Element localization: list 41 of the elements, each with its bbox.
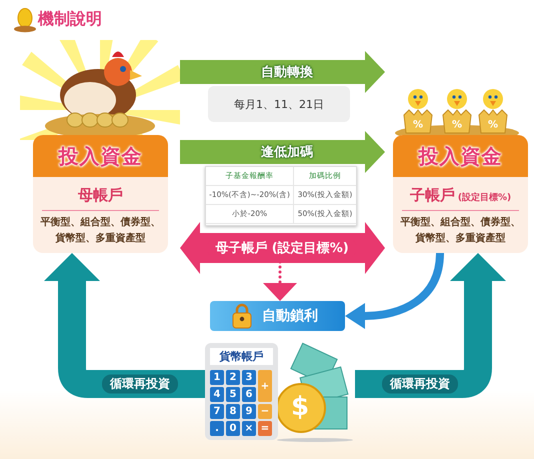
calculator-key: . (210, 421, 224, 436)
fund-types: 平衡型、組合型、債券型、貨幣型、多重資產型 (40, 216, 162, 246)
calculator-key: 0 (226, 421, 240, 436)
calculator-key: 3 (242, 370, 256, 385)
calculator-key: 1 (210, 370, 224, 385)
edge-label: 循環再投資 (382, 374, 458, 394)
arrow (180, 51, 385, 93)
title: 機制說明 (38, 9, 102, 30)
calculator-key: 5 (226, 387, 240, 402)
card-heading: 投入資金 (418, 142, 502, 170)
schedule-text: 每月1、11、21日 (234, 96, 324, 112)
percent-sign: % (452, 120, 462, 130)
double-arrow (180, 222, 385, 274)
account-name: 子帳戶 (410, 186, 455, 204)
rate-table (205, 166, 357, 226)
arrow (180, 131, 385, 173)
arrow (355, 253, 506, 398)
fund-types: 平衡型、組合型、債券型、貨幣型、多重資產型 (400, 216, 522, 246)
arrow (44, 253, 205, 398)
percent-sign: % (412, 120, 424, 130)
screen-label: 貨幣帳戶 (220, 349, 264, 364)
calculator-key: 6 (242, 387, 256, 402)
calculator-key: + (258, 370, 272, 402)
banner-text: 自動鎖利 (262, 307, 318, 325)
percent-sign: % (488, 120, 498, 130)
calculator-key: × (242, 421, 256, 436)
calculator-key: 2 (226, 370, 240, 385)
dotted-arrow (263, 260, 297, 301)
lock-banner (210, 301, 345, 331)
card-heading: 投入資金 (58, 142, 142, 170)
curved-arrow (345, 252, 444, 329)
calculator-key: 7 (210, 404, 224, 419)
dollar-sign: $ (291, 392, 310, 422)
account-note: (設定目標%) (458, 193, 512, 203)
edge-label: 循環再投資 (102, 374, 178, 394)
calculator-key: 8 (226, 404, 240, 419)
calculator-key: 9 (242, 404, 256, 419)
calculator-key: = (258, 421, 272, 436)
calculator-key: 4 (210, 387, 224, 402)
account-name: 母帳戶 (78, 186, 123, 204)
calculator-key: − (258, 404, 272, 419)
